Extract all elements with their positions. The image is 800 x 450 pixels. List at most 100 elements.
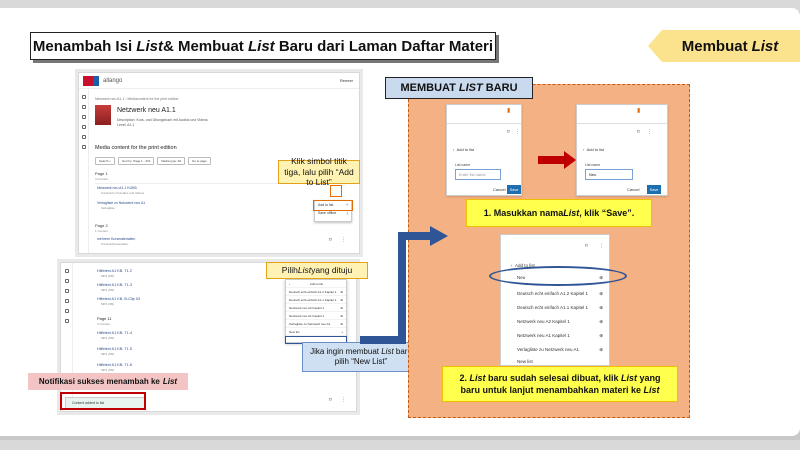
help-icon[interactable]	[64, 319, 69, 323]
list-item[interactable]: Hilfetext A1 KB, T1.4	[97, 331, 132, 335]
cancel-button[interactable]: Cancel	[493, 187, 506, 192]
divider	[95, 183, 347, 184]
save-button[interactable]: Save	[507, 185, 521, 194]
list-name-input[interactable]: Enter list name	[455, 169, 501, 180]
more-options-icon[interactable]: ⋮	[647, 129, 652, 135]
add-to-list-highlight	[313, 200, 353, 211]
dropdown-header: ‹Add to list	[286, 280, 346, 288]
page-label: Page 1	[95, 171, 108, 176]
help-icon[interactable]	[81, 145, 86, 149]
step1-callout: 1. Masukkan nama List, klik “Save”.	[466, 199, 652, 227]
dialog-header: ‹ Add to list	[583, 147, 605, 152]
list-option[interactable]: Netzwerk neu A2 Kapitel 1⊕	[517, 319, 603, 324]
user-menu[interactable]: Reneer	[339, 78, 353, 83]
more-options-icon[interactable]: ⋮	[515, 129, 520, 135]
callout-three-dots: Klik simbol titik tiga, lalu pilih “Add …	[278, 156, 360, 187]
bookmark-icon[interactable]: ⌑	[329, 237, 332, 243]
page-count: 3 Content	[95, 177, 109, 181]
list-option[interactable]: Deutsch echt einfach A1.1 Kapitel 1⊕	[517, 305, 603, 310]
more-options-highlight	[330, 185, 342, 197]
more-options-icon[interactable]: ⋮	[599, 243, 604, 249]
more-options-icon[interactable]: ⋮	[341, 237, 346, 243]
library-icon[interactable]	[64, 299, 69, 303]
list-item[interactable]: Hilfetext A1 KB, T1.2	[97, 269, 132, 273]
app-topbar: allango Reneer	[79, 73, 359, 89]
brand-name: allango	[103, 77, 123, 84]
calendar-icon[interactable]	[64, 309, 69, 313]
list-item-sub: Kursbuch mit Audios und Videos	[101, 191, 145, 195]
list-option[interactable]: Verlagliste zu Netzwerk neu A1⊕	[517, 347, 603, 352]
list-name-input[interactable]: Neu	[585, 169, 633, 180]
dropdown-item[interactable]: Netzwerk neu A1 Kapitel 1⊕	[286, 312, 346, 320]
dropdown-item[interactable]: Netzwerk neu A2 Kapitel 1⊕	[286, 304, 346, 312]
sidebar	[79, 89, 89, 253]
list-option[interactable]: Deutsch echt einfach A1.2 Kapitel 1⊕	[517, 291, 603, 296]
menu-item-add-to-list[interactable]: Add to list+	[318, 203, 348, 207]
library-icon[interactable]	[81, 125, 86, 129]
step2-callout: 2. List baru sudah selesai dibuat, klik …	[442, 366, 678, 402]
bookmark-icon[interactable]: ▮	[507, 108, 511, 114]
bookmark-icon[interactable]	[81, 115, 86, 119]
new-list-highlight	[489, 266, 627, 286]
list-item-sub: MP3 (KB)	[101, 288, 115, 292]
page-label: Page 11	[97, 316, 112, 321]
list-option[interactable]: Netzwerk neu A1 Kapitel 1⊕	[517, 333, 603, 338]
dropdown-item[interactable]: Verlagliste zu Netzwerk neu A1⊕	[286, 320, 346, 328]
list-item[interactable]: mehrere Kursmaterialien	[97, 237, 136, 241]
home-icon[interactable]	[81, 95, 86, 99]
page-label: Page 2	[95, 223, 108, 228]
list-item[interactable]: Hilfetext A1 KB, T1.5	[97, 347, 132, 351]
add-to-list-dropdown: ‹Add to list Deutsch echt einfach A1.2 K…	[285, 279, 347, 343]
list-item-sub: Verlagliste	[101, 206, 115, 210]
search-icon[interactable]	[81, 105, 86, 109]
section-title: Media content for the print edition	[95, 145, 177, 151]
logo-icon	[83, 75, 93, 86]
new-list-dialog-filled: ▮ ⌑ ⋮ ‹ Add to list List name Neu Cancel…	[576, 104, 668, 196]
choose-list-dialog: ⌑ ⋮ ‹ Add to list Neu⊕ Deutsch echt einf…	[500, 234, 610, 366]
list-item[interactable]: Hilfetext A1 KB, B-Clip 03	[97, 297, 141, 301]
cancel-button[interactable]: Cancel	[627, 187, 640, 192]
divider	[447, 123, 521, 124]
list-item[interactable]: Verlagliste zu Netzwerk neu A1	[97, 201, 146, 205]
list-item-sub: MP3 (KB)	[101, 336, 115, 340]
new-list-item[interactable]: New list+	[286, 328, 346, 336]
list-item-sub: MP3 (KB)	[101, 368, 115, 372]
calendar-icon[interactable]	[81, 135, 86, 139]
bookmark-icon[interactable]	[64, 289, 69, 293]
list-item[interactable]: Netzwerk neu A1.1 KUBS	[97, 186, 137, 190]
list-item-sub: MP3 (KB)	[101, 274, 115, 278]
menu-item-save-offline[interactable]: Save offline⤓	[318, 211, 348, 215]
page-count: 3 Content	[97, 322, 111, 326]
bookmark-icon[interactable]: ⌑	[585, 243, 588, 249]
list-name-label: List name	[455, 163, 471, 167]
page-count: 1 Content	[95, 229, 109, 233]
list-item[interactable]: Hilfetext A1 KB, T1.6	[97, 363, 132, 367]
media-type-filter[interactable]: Media type: All	[157, 157, 185, 165]
sort-filter[interactable]: Sort by: Page 1 - 231	[118, 157, 155, 165]
bookmark-icon[interactable]: ⌑	[329, 397, 332, 403]
dropdown-item[interactable]: Deutsch echt einfach A1.2 Kapitel 1⊕	[286, 288, 346, 296]
book-cover	[95, 105, 111, 125]
sidebar	[61, 263, 73, 411]
bookmark-icon[interactable]: ⌑	[507, 129, 510, 135]
new-list-item[interactable]: New list	[517, 359, 533, 364]
bookmark-icon[interactable]: ▮	[637, 108, 641, 114]
list-item[interactable]: Hilfetext A1 KB, T1.3	[97, 283, 132, 287]
new-list-dialog: ▮ ⌑ ⋮ ‹ Add to list List name Enter list…	[446, 104, 522, 196]
save-button[interactable]: Save	[647, 185, 661, 194]
breadcrumb[interactable]: Netzwerk neu A1.1 › Mediacontent for the…	[95, 97, 179, 101]
logo-icon-secondary	[93, 75, 99, 86]
toast-highlight	[60, 392, 146, 410]
dropdown-item[interactable]: Deutsch echt einfach A1.1 Kapitel 1⊕	[286, 296, 346, 304]
go-to-page-filter[interactable]: Go to page	[187, 157, 211, 165]
more-options-icon[interactable]: ⋮	[341, 397, 346, 403]
home-icon[interactable]	[64, 269, 69, 273]
search-icon[interactable]	[64, 279, 69, 283]
dialog-header: ‹ Add to list	[511, 263, 535, 268]
search-filter[interactable]: Search ⌕	[95, 157, 116, 165]
book-title: Netzwerk neu A1.1	[117, 107, 176, 114]
bookmark-icon[interactable]: ⌑	[637, 129, 640, 135]
